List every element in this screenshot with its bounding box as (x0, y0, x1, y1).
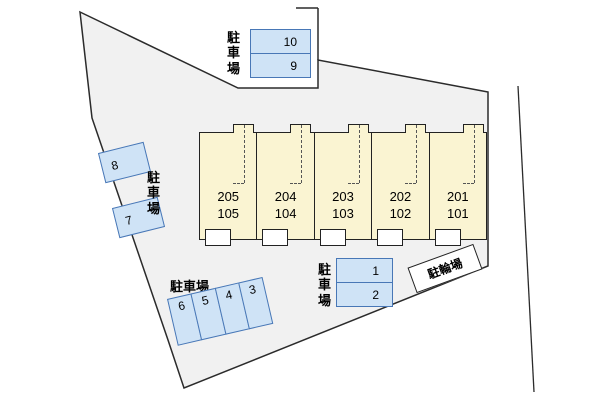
stall-number: 2 (372, 287, 379, 302)
room-number-lower: 105 (217, 206, 240, 221)
room-number-lower: 101 (446, 206, 469, 221)
room-number-upper: 203 (332, 189, 354, 204)
parking-stall-10: 10 (250, 29, 311, 54)
roof-step (233, 123, 254, 133)
building-unit-201-101: 201 101 (430, 123, 486, 246)
apartment-building: 205 105 204 104 203 103 202 102 (199, 123, 487, 246)
parking-label-top: 駐車場 (226, 30, 240, 76)
unit-entry-dashed-foot (462, 183, 474, 184)
room-number-upper: 202 (389, 189, 412, 204)
roof-step (290, 123, 312, 133)
stall-number: 10 (283, 34, 297, 49)
room-number-lower: 104 (274, 206, 297, 221)
building-unit-205-105: 205 105 (200, 123, 258, 246)
stall-number: 7 (123, 212, 134, 228)
building-unit-204-104: 204 104 (257, 123, 315, 246)
room-number-upper: 204 (274, 189, 297, 204)
parking-label-bottom-center: 駐車場 (317, 262, 331, 308)
unit-entry-dashed-foot (347, 183, 359, 184)
parking-stall-9: 9 (250, 53, 311, 78)
stall-number: 6 (176, 298, 187, 314)
unit-entry-dashed-line (244, 125, 245, 183)
parking-label-left: 駐車場 (146, 170, 160, 216)
stall-number: 3 (247, 281, 258, 298)
parking-stall-2: 2 (336, 282, 393, 307)
parking-stall-1: 1 (336, 258, 393, 283)
unit-porch (319, 229, 346, 246)
room-number-lower: 103 (332, 206, 354, 221)
stall-number: 8 (109, 157, 120, 173)
parking-label-bottom-left: 駐車場 (170, 279, 210, 294)
roof-step (347, 123, 369, 133)
room-number-upper: 201 (446, 189, 469, 204)
building-unit-202-102: 202 102 (372, 123, 430, 246)
building-unit-203-103: 203 103 (315, 123, 373, 246)
stall-number: 9 (290, 58, 297, 73)
unit-porch (377, 229, 404, 246)
unit-porch (205, 229, 231, 246)
room-number-upper: 205 (217, 189, 240, 204)
unit-entry-dashed-foot (405, 183, 417, 184)
stall-number: 5 (200, 292, 211, 309)
unit-entry-dashed-line (301, 125, 303, 183)
roof-step (405, 123, 427, 133)
unit-entry-dashed-line (416, 125, 418, 183)
unit-entry-dashed-line (358, 125, 360, 183)
stall-number: 1 (372, 263, 379, 278)
stall-number: 4 (223, 287, 234, 303)
unit-porch (434, 229, 461, 246)
unit-entry-dashed-line (473, 125, 475, 183)
room-number-lower: 102 (389, 206, 412, 221)
roof-step (462, 123, 484, 133)
unit-porch (262, 229, 289, 246)
road-edge-line (517, 85, 535, 393)
unit-entry-dashed-foot (290, 183, 302, 184)
unit-entry-dashed-foot (233, 183, 244, 184)
